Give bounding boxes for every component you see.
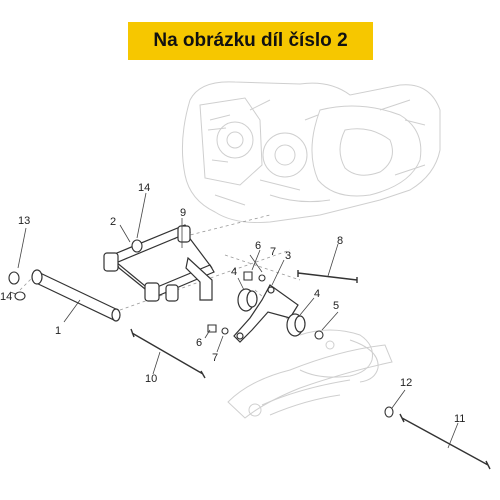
part-9-bushings xyxy=(185,256,213,301)
callout-11: 11 xyxy=(454,413,465,425)
part-1-sleeve xyxy=(31,269,121,322)
bolt-8 xyxy=(297,270,358,283)
callout-6-bottom: 6 xyxy=(196,337,202,349)
engine-ghost xyxy=(181,81,441,223)
callout-14-top: 14 xyxy=(138,182,150,194)
callout-13: 13 xyxy=(18,215,30,227)
callout-1: 1 xyxy=(55,325,61,337)
callout-labels: 1 2 3 4 4 5 6 6 7 7 8 9 10 11 12 13 14 1… xyxy=(0,182,465,425)
bolt-11 xyxy=(399,413,491,470)
part-2-bracket xyxy=(103,224,215,302)
callout-8: 8 xyxy=(337,235,343,247)
callout-12: 12 xyxy=(400,377,412,389)
callout-2: 2 xyxy=(110,216,116,228)
callout-3: 3 xyxy=(285,250,291,262)
banner-title: Na obrázku díl číslo 2 xyxy=(153,30,348,51)
callout-4-right: 4 xyxy=(314,288,320,300)
callout-6-top: 6 xyxy=(255,240,261,252)
title-banner: Na obrázku díl číslo 2 xyxy=(128,22,373,60)
part-3-link-plate xyxy=(233,284,299,343)
callout-9: 9 xyxy=(180,207,186,219)
part-4-rubber-mount-left xyxy=(237,288,258,312)
callout-5: 5 xyxy=(333,300,339,312)
bolt-10 xyxy=(130,328,206,379)
callout-7-bottom: 7 xyxy=(212,352,218,364)
callout-4-left: 4 xyxy=(231,266,237,278)
callout-7-top: 7 xyxy=(270,246,276,258)
callout-10: 10 xyxy=(145,373,157,385)
part-4-rubber-mount-right xyxy=(286,313,306,337)
small-fasteners xyxy=(8,239,394,418)
leader-lines xyxy=(9,192,459,449)
callout-14-left: 14 xyxy=(0,291,12,303)
frame-ghost xyxy=(227,329,393,419)
